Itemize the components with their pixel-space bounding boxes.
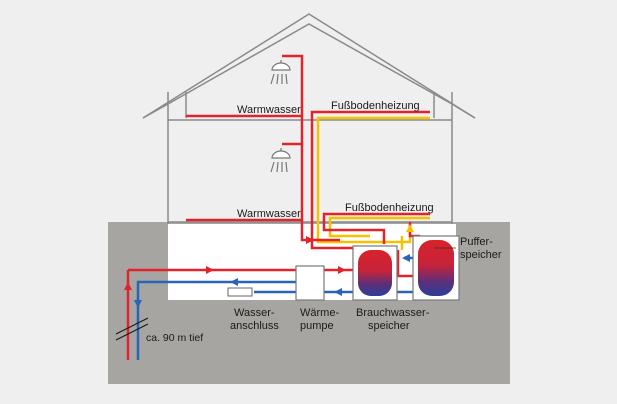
arrow-up: [124, 282, 132, 290]
label-wasser-1: Wasser-: [234, 307, 275, 319]
arrow-right: [338, 266, 346, 274]
label-waerme-1: Wärme-: [300, 307, 339, 319]
arrow-left: [402, 254, 410, 262]
arrow-down: [134, 300, 142, 308]
depth-break-marks: [115, 317, 149, 341]
label-fussboden-mid: Fußbodenheizung: [345, 202, 434, 214]
label-puffer-1: Puffer-: [460, 236, 493, 248]
label-brauch-1: Brauchwasser-: [356, 307, 430, 319]
heat-pump-box: [295, 265, 325, 301]
arrow-up: [406, 224, 414, 232]
label-wasser-2: anschluss: [230, 320, 279, 332]
label-waerme-2: pumpe: [300, 320, 334, 332]
house-outline: [142, 13, 476, 224]
label-puffer-2: speicher: [460, 249, 502, 261]
water-connection-box: [227, 287, 253, 297]
label-depth: ca. 90 m tief: [146, 332, 203, 344]
arrow-left: [230, 278, 238, 286]
label-warmwasser-top: Warmwasser: [237, 104, 301, 116]
shower-head-icon: [270, 60, 291, 85]
arrow-right: [306, 236, 314, 244]
flow-arrows: [124, 224, 414, 308]
label-warmwasser-mid: Warmwasser: [237, 208, 301, 220]
label-brauch-2: speicher: [368, 320, 410, 332]
shower-head-icon: [270, 148, 291, 173]
arrow-right: [206, 266, 214, 274]
domestic-hot-water-tank: [352, 245, 398, 301]
buffer-tank: [412, 235, 460, 301]
label-fussboden-top: Fußbodenheizung: [331, 100, 420, 112]
arrow-left: [334, 288, 342, 296]
